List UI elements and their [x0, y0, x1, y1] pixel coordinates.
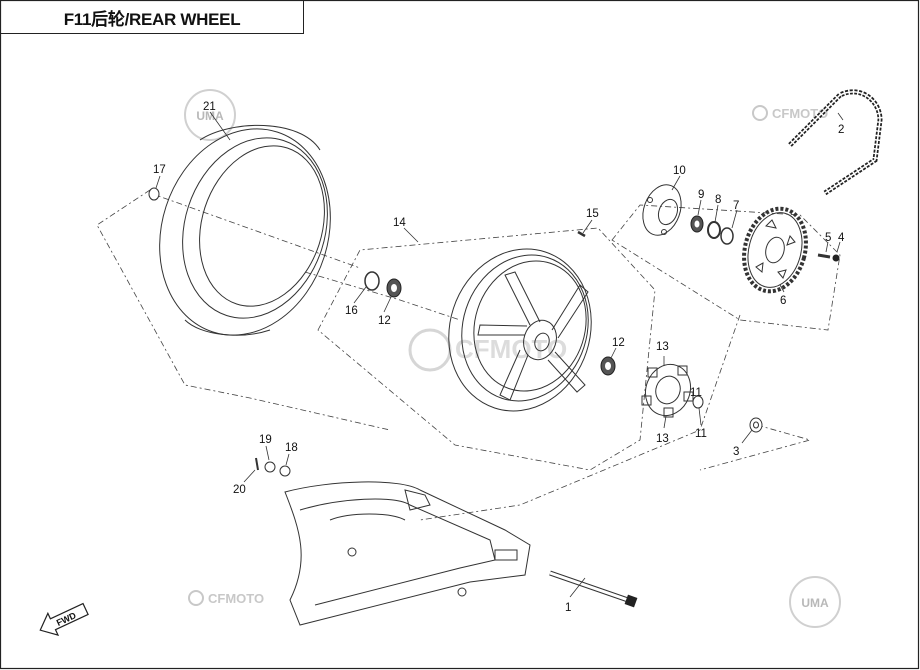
- leader-14: [403, 227, 419, 243]
- axle-nut: [749, 417, 763, 433]
- swingarm: [284, 481, 531, 626]
- callout-3: 3: [733, 446, 739, 458]
- callout-19: 19: [259, 434, 272, 446]
- tire-assembly-outline: [96, 189, 391, 431]
- leader-16: [353, 286, 367, 304]
- collar-left: [148, 187, 160, 201]
- leader-19: [265, 445, 270, 461]
- nut: [264, 461, 276, 473]
- diagram-title: F11后轮/REAR WHEEL: [63, 9, 241, 29]
- circlip: [720, 227, 734, 245]
- cush-drive-rubber: [641, 363, 694, 418]
- callout-17: 17: [153, 164, 166, 176]
- callout-6: 6: [780, 295, 786, 307]
- leader-6: [779, 284, 785, 293]
- leader-4: [836, 241, 841, 253]
- callout-21: 21: [203, 101, 216, 113]
- axle-line-nut: [699, 424, 812, 471]
- callout-5: 5: [825, 232, 831, 244]
- callout-20: 20: [233, 484, 246, 496]
- leader-9: [697, 199, 702, 216]
- valve-stem: [577, 230, 586, 238]
- leader-20: [243, 469, 256, 483]
- cfmoto-watermark-top: CFMOTO: [752, 105, 828, 121]
- callout-13a: 13: [656, 341, 669, 353]
- leader-12b: [610, 347, 617, 359]
- leader-8: [714, 204, 719, 223]
- svg-text:CFMOTO: CFMOTO: [208, 591, 264, 606]
- svg-text:CFMOTO: CFMOTO: [455, 334, 567, 364]
- callout-12b: 12: [612, 337, 625, 349]
- callout-14: 14: [393, 217, 406, 229]
- oil-seal: [707, 221, 721, 239]
- callout-9: 9: [698, 189, 704, 201]
- svg-text:UMA: UMA: [801, 596, 829, 610]
- cfmoto-watermark-bottom: CFMOTO: [188, 590, 264, 606]
- bolt: [255, 457, 259, 471]
- uma-watermark-bottom: UMA: [789, 576, 841, 628]
- wheel-bearing-right: [600, 356, 616, 376]
- callout-8: 8: [715, 194, 721, 206]
- leader-3: [741, 429, 753, 444]
- leader-15: [582, 219, 593, 234]
- forward-direction-arrow: FWD: [39, 602, 89, 637]
- washer: [279, 465, 291, 477]
- spacer-line: [149, 192, 361, 269]
- rear-axle: [549, 570, 638, 608]
- callout-4: 4: [838, 232, 845, 244]
- wheel-assembly-outline: [317, 227, 656, 471]
- axle-line-right: [419, 314, 741, 521]
- svg-text:UMA: UMA: [196, 109, 224, 123]
- leader-7: [731, 209, 738, 229]
- leader-17: [155, 175, 161, 189]
- leader-11b: [698, 407, 702, 426]
- uma-watermark-top: UMA: [184, 89, 236, 141]
- rear-wheel-rim: [448, 248, 592, 412]
- callout-15: 15: [586, 208, 599, 220]
- callout-1: 1: [565, 602, 571, 614]
- diagram-title-box: F11后轮/REAR WHEEL: [1, 1, 304, 34]
- leader-1: [569, 577, 586, 598]
- callout-7: 7: [733, 200, 739, 212]
- wheel-bearing-left: [386, 278, 402, 298]
- rear-tire: [159, 125, 331, 336]
- callout-2: 2: [838, 124, 844, 136]
- svg-text:CFMOTO: CFMOTO: [772, 106, 828, 121]
- sprocket-nut: [832, 254, 840, 262]
- leader-2: [837, 112, 844, 121]
- callout-13b: 13: [656, 433, 669, 445]
- drive-chain: [788, 89, 883, 196]
- leader-13b: [663, 415, 667, 429]
- callout-10: 10: [673, 165, 686, 177]
- carrier-bearing: [690, 215, 704, 233]
- callout-16: 16: [345, 305, 358, 317]
- collar-right: [692, 395, 704, 409]
- rear-sprocket: [742, 206, 808, 294]
- callout-11a: 11: [690, 387, 702, 399]
- leader-12a: [383, 296, 392, 313]
- oil-seal-left: [364, 271, 380, 291]
- sprocket-assembly-outline: [611, 204, 841, 331]
- sprocket-carrier: [642, 184, 682, 236]
- axle-line-left: [304, 271, 461, 321]
- leader-5: [825, 241, 829, 253]
- leader-10: [671, 175, 681, 191]
- sprocket-bolt: [817, 253, 831, 259]
- callout-12a: 12: [378, 315, 391, 327]
- callout-18: 18: [285, 442, 298, 454]
- leader-21: [209, 111, 231, 141]
- leader-18: [285, 453, 290, 466]
- callout-11b: 11: [695, 428, 707, 440]
